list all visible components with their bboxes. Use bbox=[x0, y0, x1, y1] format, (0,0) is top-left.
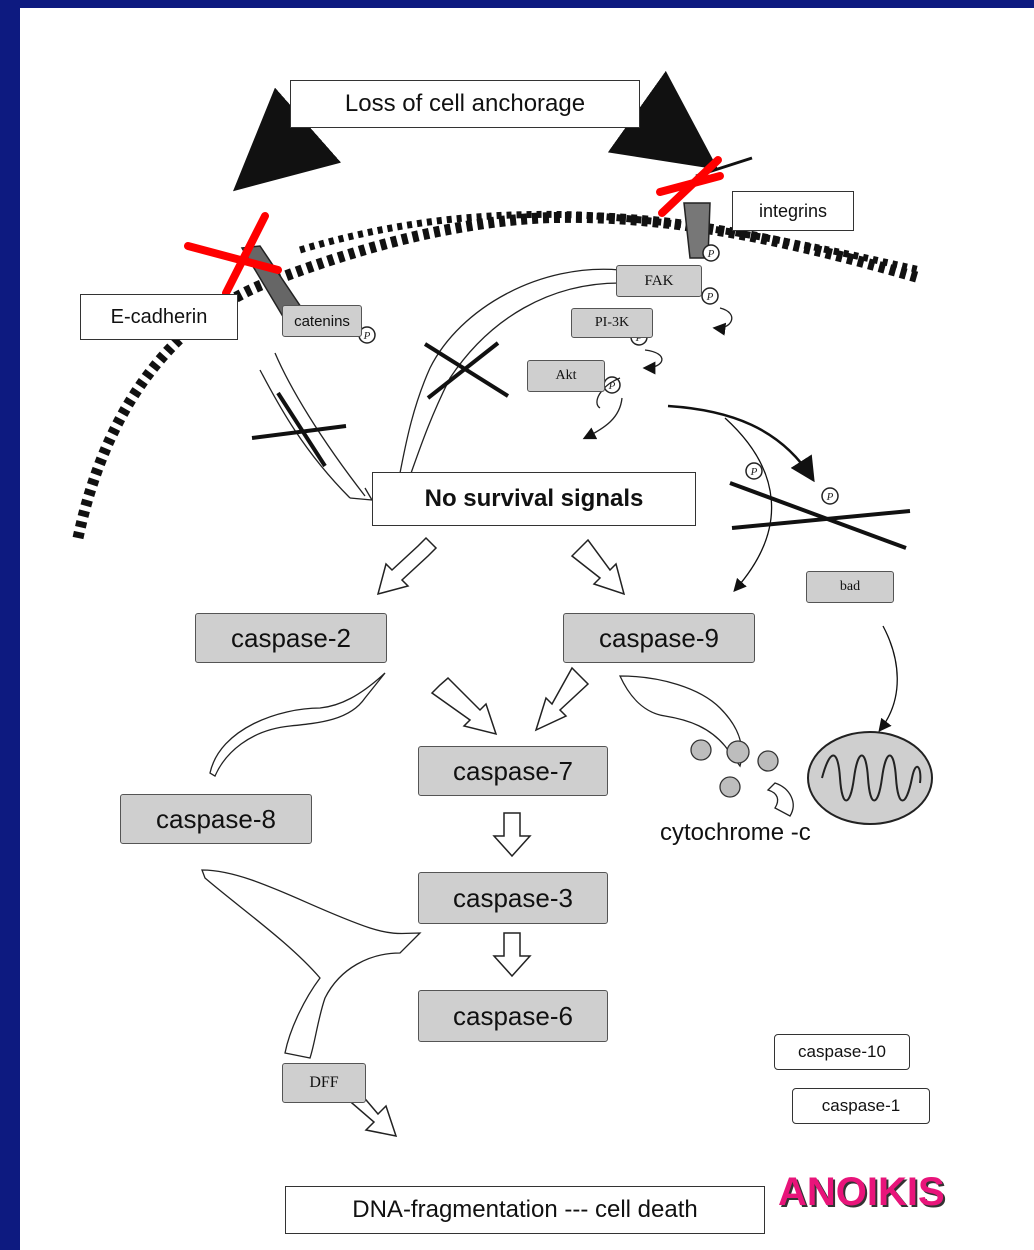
svg-text:P: P bbox=[706, 291, 714, 303]
akt-box: Akt bbox=[527, 360, 605, 392]
slide-title: ANOIKIS bbox=[778, 1170, 945, 1214]
dna-fragmentation-box: DNA-fragmentation --- cell death bbox=[285, 1186, 765, 1234]
svg-text:P: P bbox=[608, 380, 616, 392]
e-cadherin-box: E-cadherin bbox=[80, 294, 238, 340]
caspase-1-box: caspase-1 bbox=[792, 1088, 930, 1124]
caspase-2-box: caspase-2 bbox=[195, 613, 387, 663]
integrins-box: integrins bbox=[732, 191, 854, 231]
svg-text:P: P bbox=[750, 466, 758, 478]
caspase-3-box: caspase-3 bbox=[418, 872, 608, 924]
bad-to-mito-arrow bbox=[878, 625, 898, 733]
anoikis-pathway-diagram: P P P P P P P bbox=[72, 70, 933, 1137]
fak-box: FAK bbox=[616, 265, 702, 297]
phospho-circles bbox=[358, 244, 839, 505]
pi3k-box: PI-3K bbox=[571, 308, 653, 338]
svg-text:P: P bbox=[635, 332, 643, 344]
akt-to-caspase9-arrow bbox=[724, 417, 773, 592]
red-inhibition-crosses bbox=[184, 156, 724, 297]
no-survival-signals-box: No survival signals bbox=[372, 472, 696, 526]
bad-box: bad bbox=[806, 571, 894, 603]
ribbon-arrows bbox=[201, 672, 794, 1059]
caspase-9-box: caspase-9 bbox=[563, 613, 755, 663]
catenins-box: catenins bbox=[282, 305, 362, 337]
akt-to-bad-arrow bbox=[667, 404, 815, 483]
loss-of-anchorage-box: Loss of cell anchorage bbox=[290, 80, 640, 128]
inhibition-crosses bbox=[251, 341, 911, 550]
cytochrome-c-label: cytochrome -c bbox=[660, 819, 811, 846]
arrow-to-integrins bbox=[607, 70, 719, 170]
caspase-6-box: caspase-6 bbox=[418, 990, 608, 1042]
caspase-8-box: caspase-8 bbox=[120, 794, 312, 844]
svg-text:P: P bbox=[826, 491, 834, 503]
diagram-panel: P P P P P P P bbox=[20, 8, 1034, 1250]
mitochondrion-icon bbox=[807, 731, 933, 825]
membrane-right bbox=[298, 210, 921, 274]
membrane-left bbox=[72, 211, 922, 540]
svg-text:P: P bbox=[707, 248, 715, 260]
cytochrome-c-spheres bbox=[690, 739, 779, 798]
phospho-label: P bbox=[363, 330, 371, 342]
caspase-7-box: caspase-7 bbox=[418, 746, 608, 796]
caspase-10-box: caspase-10 bbox=[774, 1034, 910, 1070]
dff-box: DFF bbox=[282, 1063, 366, 1103]
arrow-to-cadherin bbox=[232, 87, 342, 192]
cadherin-ribbon bbox=[259, 352, 366, 499]
